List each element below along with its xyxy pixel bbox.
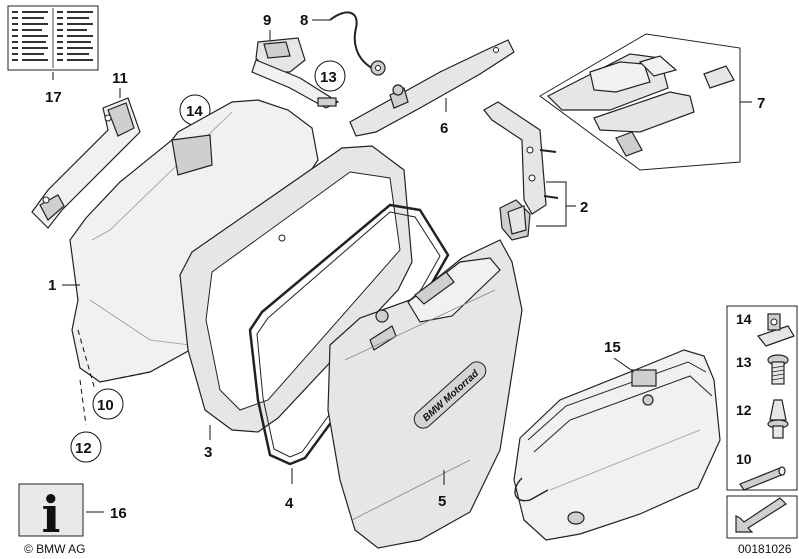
part-3-case-shell[interactable] xyxy=(179,145,413,433)
part-16-info-icon[interactable]: i xyxy=(18,483,84,544)
callout-11[interactable]: 11 xyxy=(112,70,128,87)
view-arrow-box xyxy=(726,495,798,539)
clip-nut-part[interactable] xyxy=(756,313,795,347)
callout-17[interactable]: 17 xyxy=(45,89,62,106)
part-4-seal-ring[interactable] xyxy=(248,203,450,466)
part-2-mounting-block[interactable] xyxy=(499,199,531,241)
part-15-inner-bag[interactable] xyxy=(513,349,721,541)
part-1-case-lid[interactable] xyxy=(69,99,319,383)
part-11-bracket[interactable] xyxy=(31,97,141,229)
callout-9[interactable]: 9 xyxy=(263,12,271,29)
part-7-organizer-kit[interactable] xyxy=(539,33,741,171)
callout-8[interactable]: 8 xyxy=(300,12,308,29)
part-9-lock-mount[interactable] xyxy=(251,37,340,109)
callout-3[interactable]: 3 xyxy=(204,444,212,461)
callout-13-ring xyxy=(314,60,346,92)
callout-12-ring xyxy=(70,431,102,463)
callout-7[interactable]: 7 xyxy=(757,95,765,112)
part-6-hinge-rail[interactable] xyxy=(349,39,515,137)
callout-1[interactable]: 1 xyxy=(48,277,56,294)
fastener-legend: 14 13 12 10 xyxy=(726,305,798,491)
callout-13[interactable]: 13 xyxy=(320,69,337,86)
callout-10[interactable]: 10 xyxy=(97,397,114,414)
copyright-text: © BMW AG xyxy=(24,542,86,556)
legend-12[interactable]: 12 xyxy=(736,402,752,418)
callout-12[interactable]: 12 xyxy=(75,440,92,457)
callout-6[interactable]: 6 xyxy=(440,120,448,137)
part-8-cable[interactable] xyxy=(329,11,386,76)
part-17-label-sheet[interactable] xyxy=(7,5,99,71)
callout-5[interactable]: 5 xyxy=(438,493,446,510)
callout-14[interactable]: 14 xyxy=(186,103,203,120)
callout-15[interactable]: 15 xyxy=(604,339,621,356)
legend-14[interactable]: 14 xyxy=(736,311,752,327)
legend-10[interactable]: 10 xyxy=(736,451,752,467)
drawing-number: 00181026 xyxy=(738,542,792,556)
part-2-bracket[interactable] xyxy=(483,101,559,215)
info-icon-glyph: i xyxy=(42,485,61,544)
legend-13[interactable]: 13 xyxy=(736,354,752,370)
rubber-rod-part[interactable] xyxy=(739,466,786,491)
callout-16[interactable]: 16 xyxy=(110,505,127,522)
screw-part[interactable] xyxy=(767,354,789,385)
callout-2[interactable]: 2 xyxy=(580,199,588,216)
callout-10-ring xyxy=(92,388,124,420)
part-5-case-body[interactable]: BMW Motorrad xyxy=(327,239,523,549)
callout-4[interactable]: 4 xyxy=(285,495,294,512)
plug-part[interactable] xyxy=(767,399,789,439)
